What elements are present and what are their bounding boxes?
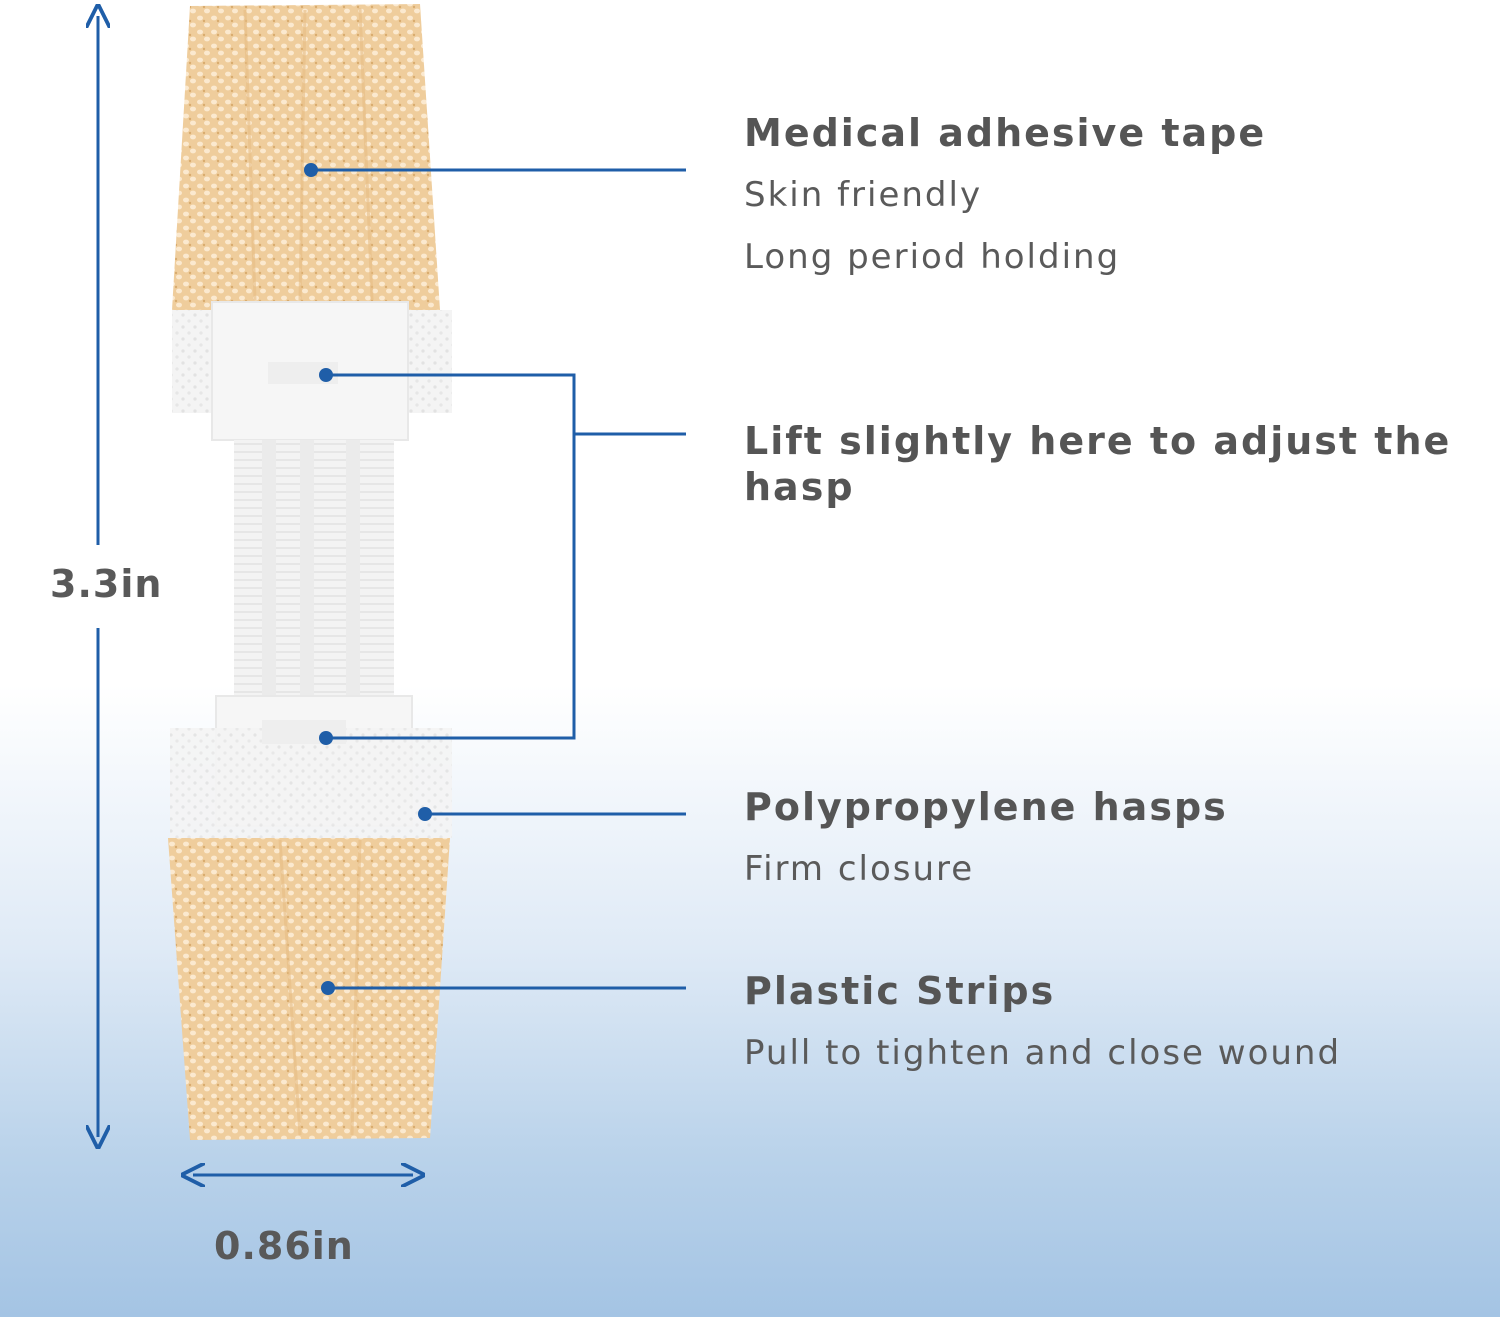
callout-adhesive-tape: Medical adhesive tape Skin friendly Long… [744, 110, 1266, 288]
callout-plastic-strips: Plastic Strips Pull to tighten and close… [744, 968, 1341, 1084]
callout-title: Lift slightly here to adjust the hasp [744, 419, 1452, 509]
height-dimension-label: 3.3in [50, 562, 163, 606]
bottom-adhesive-tape [168, 838, 450, 1140]
callout-subtext: Firm closure [744, 849, 975, 889]
callout-subtext: Long period holding [744, 237, 1121, 277]
width-dimension-label: 0.86in [214, 1224, 354, 1268]
callout-title: Polypropylene hasps [744, 785, 1228, 829]
hasps-marker-dot [418, 807, 432, 821]
callout-title: Plastic Strips [744, 969, 1056, 1013]
strips-marker-dot [321, 981, 335, 995]
top-adhesive-tape [172, 4, 440, 310]
lift-marker-dot-bottom [319, 731, 333, 745]
tape-marker-dot [304, 163, 318, 177]
lift-marker-dot-top [319, 368, 333, 382]
callout-subtext: Skin friendly [744, 175, 983, 215]
callout-polypropylene-hasps: Polypropylene hasps Firm closure [744, 784, 1228, 900]
bottom-hasp [170, 728, 452, 838]
callout-subtext: Pull to tighten and close wound [744, 1033, 1342, 1073]
leader-line-lift [326, 373, 576, 740]
callout-title: Medical adhesive tape [744, 111, 1267, 155]
callout-lift-hasp: Lift slightly here to adjust the hasp [744, 418, 1500, 510]
